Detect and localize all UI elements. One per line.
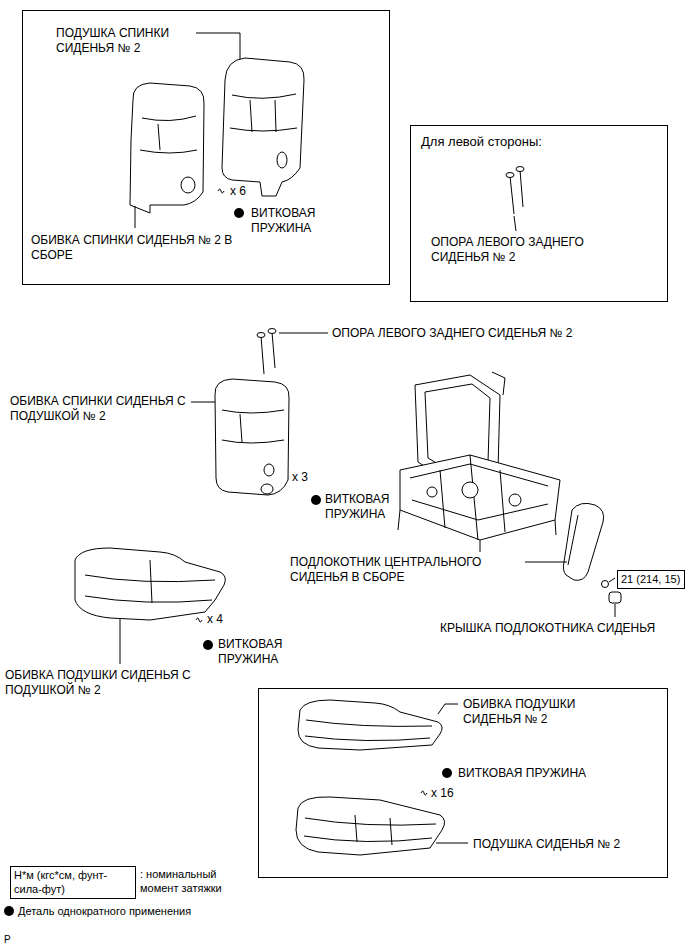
- seam-line: [140, 116, 197, 153]
- part-label: ОПОРА ЛЕВОГО ЗАДНЕГО СИДЕНЬЯ № 2: [431, 235, 616, 266]
- leader-line: [191, 402, 215, 403]
- seat-cushion-with-pad: [75, 548, 225, 620]
- leader-line: [438, 704, 458, 714]
- inset-frame: ОБИВКА ПОДУШКИ СИДЕНЬЯ № 2 ВИТКОВАЯ ПРУЖИ…: [258, 688, 668, 878]
- hole: [277, 152, 287, 168]
- seatback-with-pad: [215, 379, 289, 495]
- leader-line: [120, 619, 121, 664]
- bolt: [602, 581, 609, 588]
- seam-line: [222, 410, 284, 443]
- torque-legend-box: Н*м (кгс*см, фунт-сила-фут): [10, 866, 136, 899]
- torque-box: 21 (214, 15): [617, 570, 685, 589]
- legend-mark: [4, 906, 14, 916]
- spring-symbol: [218, 189, 224, 193]
- leader-line: [525, 562, 567, 563]
- seat-support-head: [516, 167, 524, 172]
- seam-line: [230, 94, 297, 132]
- quantity-label: x 4: [207, 612, 223, 627]
- quantity-label: x 16: [431, 786, 454, 801]
- seat-support-head: [257, 333, 265, 338]
- seat-cushion: [296, 797, 445, 855]
- part-label: ПОДУШКА СИДЕНЬЯ № 2: [473, 837, 620, 852]
- part-label: ВИТКОВАЯ ПРУЖИНА: [218, 637, 308, 668]
- leader-line: [436, 843, 468, 844]
- seatback-pad: [222, 58, 304, 196]
- armrest-detail: [568, 515, 578, 565]
- one-time-use-mark: [234, 208, 244, 218]
- torque-value: 21 (214, 15): [621, 572, 681, 586]
- armrest-cap: [609, 592, 621, 603]
- leader-line: [514, 216, 516, 231]
- one-time-use-mark: [442, 768, 452, 778]
- mechanism: [462, 482, 478, 498]
- seatback-cover: [130, 83, 204, 213]
- quantity-label: x 3: [292, 470, 308, 485]
- page-code: P: [4, 934, 11, 947]
- part-label: ВИТКОВАЯ ПРУЖИНА: [458, 766, 586, 781]
- seat-support: [261, 332, 275, 374]
- leader-line: [609, 578, 615, 582]
- hole: [261, 484, 273, 494]
- part-label: ОПОРА ЛЕВОГО ЗАДНЕГО СИДЕНЬЯ № 2: [332, 326, 572, 341]
- hole: [264, 464, 274, 476]
- seam-line: [304, 815, 436, 845]
- leader-line: [135, 206, 136, 228]
- legend-text: Деталь однократного применения: [18, 904, 191, 918]
- part-label: ПОДЛОКОТНИК ЦЕНТРАЛЬНОГО СИДЕНЬЯ В СБОРЕ: [290, 555, 520, 586]
- hole: [181, 177, 195, 193]
- one-time-use-mark: [203, 640, 213, 650]
- seat-frame-detail: [398, 455, 556, 552]
- seam-line: [85, 560, 215, 603]
- seat-support-head: [268, 329, 276, 334]
- seat-support-head: [506, 173, 514, 178]
- seat-cushion-cover: [298, 700, 442, 750]
- leader-line: [615, 604, 616, 617]
- part-label: ОБИВКА СПИНКИ СИДЕНЬЯ С ПОДУШКОЙ № 2: [10, 394, 190, 425]
- part-label: КРЫШКА ПОДЛОКОТНИКА СИДЕНЬЯ: [440, 621, 655, 636]
- seam-line: [305, 720, 432, 741]
- part-label: ОБИВКА СПИНКИ СИДЕНЬЯ № 2 В СБОРЕ: [31, 233, 246, 264]
- leader-line: [196, 33, 240, 59]
- armrest: [563, 503, 603, 580]
- quantity-label: x 6: [230, 184, 246, 199]
- one-time-use-mark: [311, 495, 321, 505]
- part-label: ПОДУШКА СПИНКИ СИДЕНЬЯ № 2: [56, 26, 196, 57]
- part-label: ОБИВКА ПОДУШКИ СИДЕНЬЯ № 2: [463, 697, 603, 728]
- inset-heading: Для левой стороны:: [421, 134, 542, 151]
- mechanism: [427, 487, 437, 497]
- seat-frame-base: [400, 455, 560, 540]
- spring-symbol: [196, 618, 202, 622]
- part-label: ВИТКОВАЯ ПРУЖИНА: [251, 206, 341, 237]
- spring-symbol: [421, 791, 427, 795]
- part-label: ОБИВКА ПОДУШКИ СИДЕНЬЯ С ПОДУШКОЙ № 2: [5, 668, 205, 699]
- leader-line: [279, 333, 328, 334]
- legend-text: Н*м (кгс*см, фунт-сила-фут): [14, 868, 132, 896]
- part-label: ВИТКОВАЯ ПРУЖИНА: [325, 492, 415, 523]
- legend-text: : номинальный момент затяжки: [140, 867, 245, 895]
- inset-frame: Для левой стороны: ОПОРА ЛЕВОГО ЗАДНЕГО С…: [410, 125, 668, 302]
- mechanism: [509, 494, 521, 506]
- inset-frame: ПОДУШКА СПИНКИ СИДЕНЬЯ № 2 x 6 ВИТКОВАЯ ПР…: [22, 10, 390, 285]
